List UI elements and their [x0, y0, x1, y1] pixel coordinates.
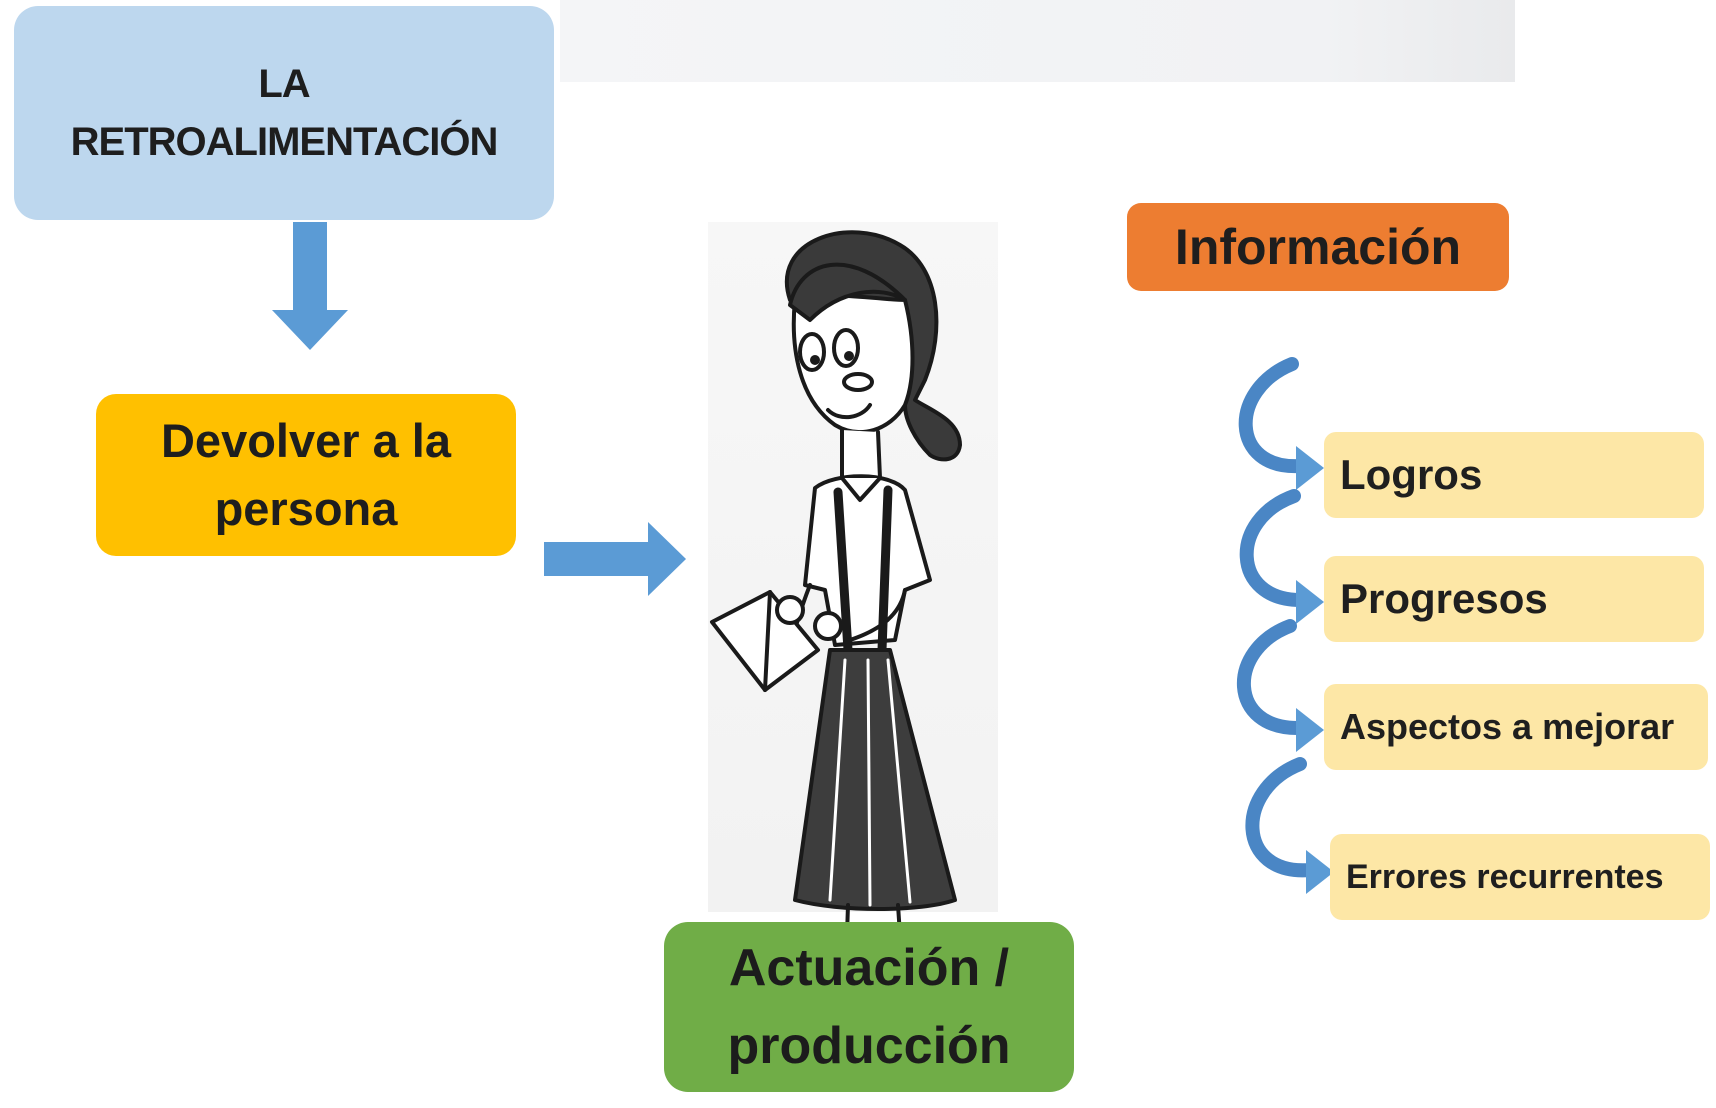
actuacion-line-2: producción [727, 1017, 1011, 1075]
curved-arrow-icon [1245, 757, 1317, 878]
item-label: Progresos [1340, 575, 1548, 622]
item-logros: Logros [1324, 432, 1704, 518]
devolver-line-2: persona [214, 482, 398, 535]
informacion-label: Información [1174, 219, 1462, 275]
item-errores-recurrentes: Errores recurrentes [1330, 834, 1710, 920]
title-line-2: RETROALIMENTACIÓN [70, 120, 499, 164]
item-progresos: Progresos [1324, 556, 1704, 642]
item-aspectos-a-mejorar: Aspectos a mejorar [1324, 684, 1708, 770]
devolver-box: Devolver a la persona [96, 394, 516, 556]
student-girl-icon [710, 230, 962, 982]
actuacion-line-1: Actuación / [728, 939, 1010, 997]
curved-arrow-head-icon [1296, 446, 1324, 490]
down-arrow-icon [272, 222, 348, 350]
item-label: Aspectos a mejorar [1340, 706, 1675, 747]
informacion-box: Información [1127, 203, 1509, 291]
item-label: Logros [1340, 451, 1483, 498]
curved-arrow-head-icon [1296, 708, 1324, 752]
item-label: Errores recurrentes [1346, 857, 1664, 896]
curved-arrow-icon [1238, 357, 1307, 474]
title-box: LA RETROALIMENTACIÓN [14, 6, 554, 220]
title-line-1: LA [258, 62, 310, 106]
curved-arrow-icon [1239, 489, 1307, 607]
slide-header-band [560, 0, 1515, 82]
right-arrow-icon [544, 522, 686, 596]
curved-arrow-head-icon [1306, 850, 1334, 894]
curved-arrow-head-icon [1296, 580, 1324, 624]
actuacion-box: Actuación / producción [664, 922, 1074, 1092]
devolver-line-1: Devolver a la [160, 414, 451, 467]
curved-arrow-icon [1236, 619, 1307, 736]
